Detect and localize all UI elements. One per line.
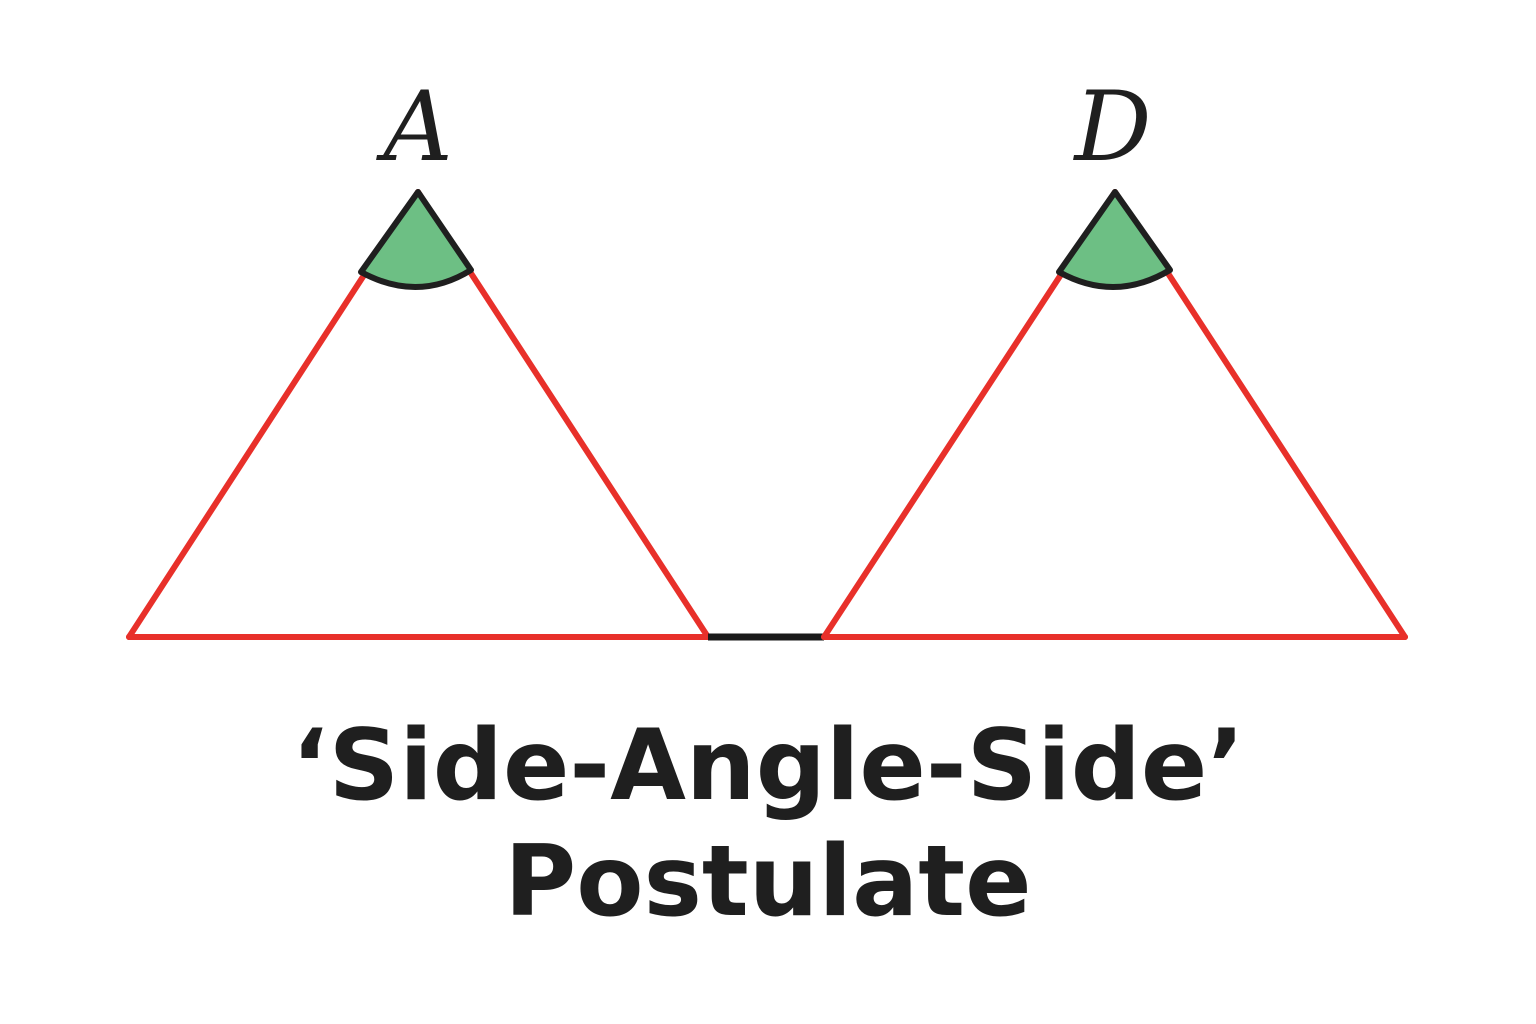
triangle-left [126,189,711,640]
angle-marker-d [1056,189,1173,290]
vertex-label-d: D [1073,71,1152,183]
caption-line-2: Postulate [504,825,1032,939]
triangle-right [821,189,1408,640]
caption-line-1: ‘Side-Angle-Side’ [291,709,1245,823]
vertex-label-a: A [375,71,452,183]
angle-marker-a [358,189,474,290]
caption: ‘Side-Angle-Side’ Postulate [0,708,1536,940]
